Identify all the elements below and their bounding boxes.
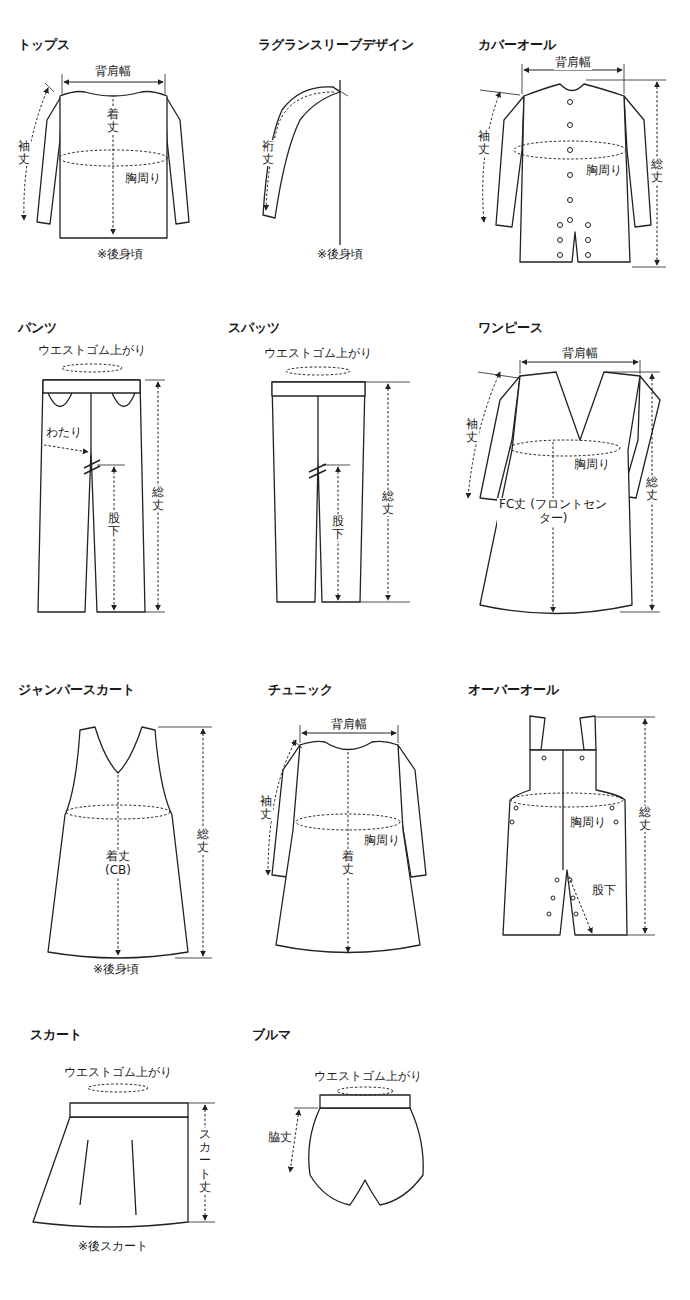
measure-label: ※後身頃 <box>96 248 144 262</box>
measure-label: 股下 <box>591 884 617 898</box>
measure-label: 着丈 <box>106 108 120 134</box>
measure-label: わたり <box>45 426 83 440</box>
measure-label: 背肩幅 <box>94 65 132 79</box>
measure-label: 胸周り <box>363 834 401 848</box>
garment-title: ワンピース <box>478 321 543 336</box>
measure-label: 総丈 <box>638 806 652 832</box>
garment-title: ラグランスリーブデザイン <box>258 38 414 53</box>
garment-title: スカート <box>30 1028 82 1043</box>
measure-label: ウエストゴム上がり <box>313 1070 423 1084</box>
garment-title: トップス <box>18 38 70 53</box>
garment-title: パンツ <box>18 321 57 336</box>
measure-label: ※後身頃 <box>92 963 140 977</box>
measure-label: 袖丈 <box>17 140 31 166</box>
measure-label: 着丈 (CB) <box>95 850 141 878</box>
measure-label: 袖丈 <box>259 795 273 821</box>
measure-label: 胸周り <box>124 172 162 186</box>
measure-label: 胸周り <box>573 458 611 472</box>
measure-label: ウエストゴム上がり <box>37 344 147 358</box>
measure-label: 背肩幅 <box>554 56 592 70</box>
measure-label: スカート丈 <box>198 1128 212 1194</box>
garment-title: オーバーオール <box>468 683 559 698</box>
measure-label: 総丈 <box>650 158 664 184</box>
measure-label: 胸周り <box>585 164 623 178</box>
measure-label: ウエストゴム上がり <box>263 347 373 361</box>
measure-label: 総丈 <box>645 476 659 502</box>
measure-label: FC丈 (フロントセンター) <box>497 498 609 526</box>
measure-label: 袖丈 <box>465 418 479 444</box>
measure-label: 背肩幅 <box>330 718 368 732</box>
measure-label: 袖丈 <box>477 130 491 156</box>
measure-label: ウエストゴム上がり <box>63 1066 173 1080</box>
measure-label: 胸周り <box>569 816 607 830</box>
garment-title: カバーオール <box>478 38 556 53</box>
measure-label: 着丈 <box>341 850 355 876</box>
measure-label: 股下 <box>107 512 121 538</box>
measure-label: ※後スカート <box>77 1240 149 1254</box>
measure-label: 裄丈 <box>261 140 275 166</box>
garment-title: ブルマ <box>252 1028 291 1043</box>
measure-label: 総丈 <box>381 490 395 516</box>
measure-label: 股下 <box>331 515 345 541</box>
garment-title: ジャンパースカート <box>18 683 135 698</box>
measure-label: 総丈 <box>151 486 165 512</box>
garment-title: チュニック <box>268 683 333 698</box>
measure-label: ※後身頃 <box>316 248 364 262</box>
measure-label: 脇丈 <box>267 1131 293 1145</box>
measure-label: 総丈 <box>196 828 210 854</box>
garment-title: スパッツ <box>228 321 280 336</box>
measure-label: 背肩幅 <box>561 347 599 361</box>
